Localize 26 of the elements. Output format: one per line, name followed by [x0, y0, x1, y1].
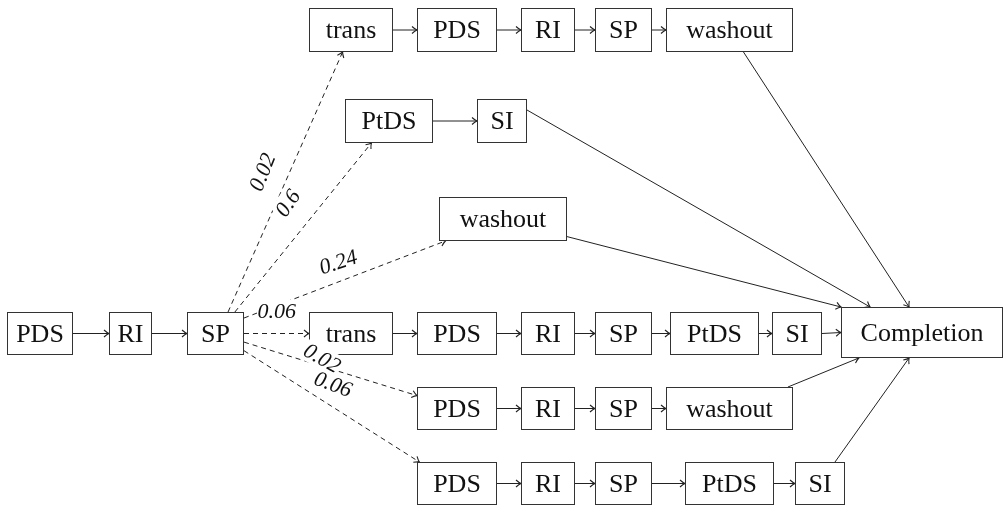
process-box: PDS [417, 387, 497, 430]
process-box: SI [795, 462, 845, 505]
process-box: SI [772, 312, 822, 355]
process-box: SI [477, 99, 527, 143]
process-box: PDS [417, 462, 497, 505]
process-box: PDS [417, 8, 497, 52]
process-box: washout [439, 197, 567, 241]
process-box: SP [187, 312, 244, 355]
process-box: SP [595, 312, 652, 355]
process-box: PtDS [670, 312, 759, 355]
process-box: RI [521, 8, 575, 52]
process-box: SP [595, 462, 652, 505]
process-box: Completion [841, 307, 1003, 358]
process-box: RI [521, 312, 575, 355]
process-box: PtDS [685, 462, 774, 505]
process-box: PDS [7, 312, 73, 355]
process-box: PDS [417, 312, 497, 355]
process-box: RI [521, 462, 575, 505]
process-box: washout [666, 387, 793, 430]
process-box: SP [595, 387, 652, 430]
process-box: RI [521, 387, 575, 430]
process-box: PtDS [345, 99, 433, 143]
process-box: washout [666, 8, 793, 52]
process-box: RI [109, 312, 152, 355]
process-box: SP [595, 8, 652, 52]
process-box: trans [309, 8, 393, 52]
